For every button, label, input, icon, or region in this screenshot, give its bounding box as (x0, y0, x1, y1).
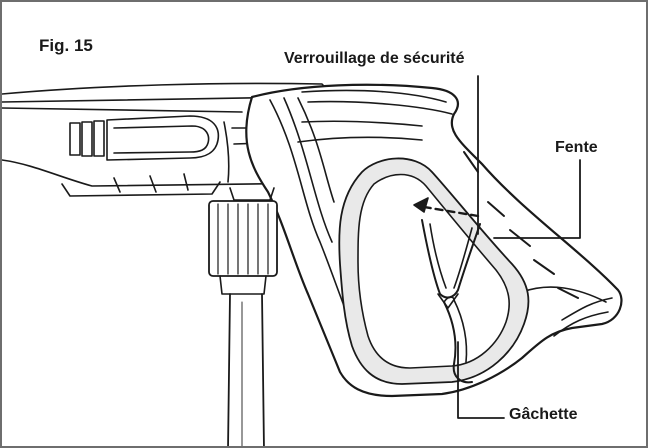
motion-arrow (413, 197, 480, 218)
hose-fitting (208, 187, 278, 446)
lance-barrel (2, 82, 333, 197)
figure-title: Fig. 15 (39, 36, 93, 55)
callout-trigger: Gâchette (509, 406, 578, 423)
callout-safety-lock: Verrouillage de sécurité (284, 50, 465, 67)
safety-lock (421, 219, 481, 309)
callout-leaders (457, 75, 581, 419)
callout-slot: Fente (555, 139, 598, 156)
